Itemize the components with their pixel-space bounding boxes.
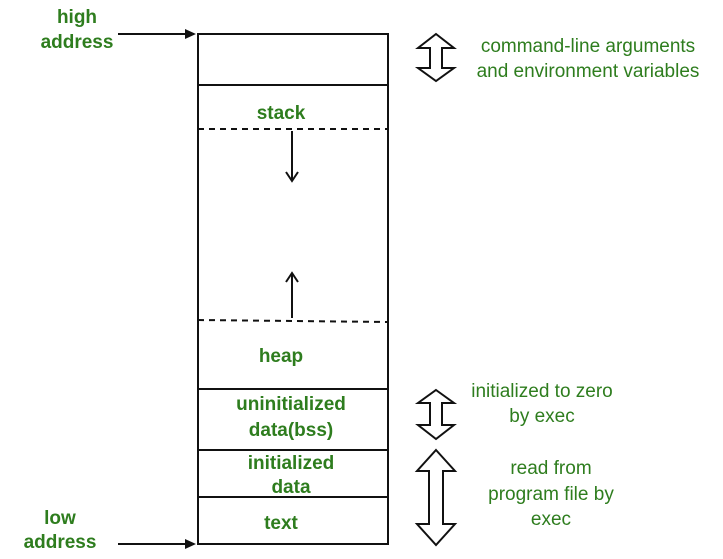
stack-label: stack (257, 103, 306, 124)
heap-label: heap (259, 346, 303, 367)
data-label-line1: initialized (248, 453, 335, 474)
read-note-line3: exec (531, 509, 571, 530)
low-address-pointer-arrow (118, 539, 196, 549)
read-note-line1: read from (510, 458, 591, 479)
zero-note-line2: by exec (509, 406, 574, 427)
heap-boundary-dashed (197, 319, 389, 323)
args-note-line2: and environment variables (477, 61, 700, 82)
memory-column (197, 33, 389, 545)
data-text-span-double-arrow (414, 448, 458, 547)
high-address-line2: address (41, 32, 114, 53)
bss-label-line2: data(bss) (249, 420, 333, 441)
zero-note-line1: initialized to zero (471, 381, 613, 402)
high-address-pointer-arrow (118, 29, 196, 39)
stack-growth-down-arrow (285, 131, 299, 183)
low-address-line2: address (24, 532, 97, 553)
args-note-line1: command-line arguments (481, 36, 695, 57)
args-span-double-arrow (414, 32, 458, 83)
high-address-line1: high (57, 7, 97, 28)
read-note-line2: program file by (488, 484, 614, 505)
data-label-line2: data (271, 477, 311, 498)
heap-growth-up-arrow (285, 271, 299, 318)
bss-span-double-arrow (414, 388, 458, 441)
low-address-line1: low (44, 508, 76, 529)
text-label: text (264, 513, 298, 534)
bss-label-line1: uninitialized (236, 394, 346, 415)
